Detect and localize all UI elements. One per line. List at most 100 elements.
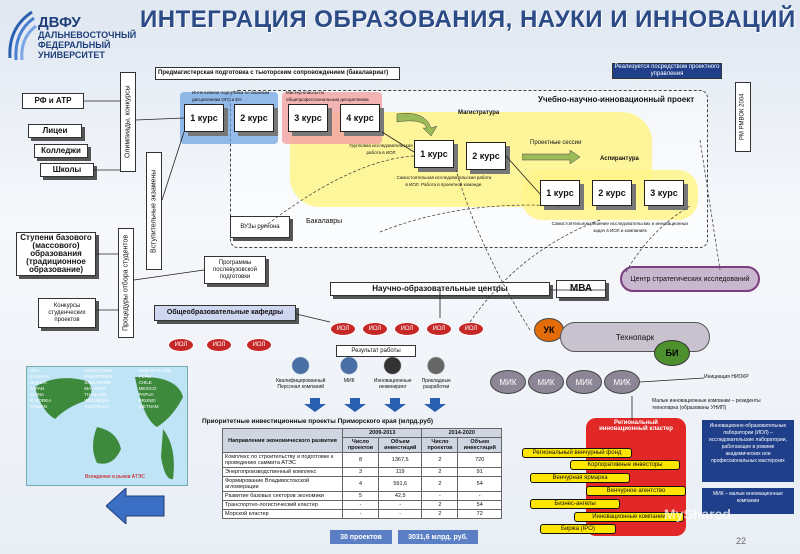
table-cell: 3 bbox=[342, 467, 379, 477]
master-prep-label: Предмагистерская подготовка с тьюторским… bbox=[155, 67, 400, 80]
realized-label: Реализуется посредством проектного управ… bbox=[612, 63, 722, 79]
apec-label: Вхождение в рынки АТЭС bbox=[85, 474, 145, 480]
asp-course-2: 2 курс bbox=[592, 180, 632, 206]
school-lyceum: Лицеи bbox=[28, 124, 82, 138]
page-title: ИНТЕГРАЦИЯ ОБРАЗОВАНИЯ, НАУКИ И ИННОВАЦИ… bbox=[140, 6, 796, 33]
cluster-title: Региональный инновационный кластер bbox=[599, 420, 673, 432]
bach-course-2: 2 курс bbox=[234, 104, 274, 132]
table-cell: 2 bbox=[421, 476, 459, 492]
total-projects: 30 проектов bbox=[330, 530, 392, 544]
logo-icon bbox=[8, 10, 37, 61]
regions-box: ВУЗы региона bbox=[230, 216, 290, 238]
cluster-item-fair: Венчурная ярмарка bbox=[530, 473, 630, 483]
school-school: Школы bbox=[40, 163, 94, 177]
table-cell: 119 bbox=[377, 467, 423, 477]
table-header-direction: Направления экономического развития bbox=[222, 428, 343, 453]
table-cell: 5 bbox=[342, 491, 379, 501]
table-cell: 8 bbox=[342, 452, 379, 468]
table-title: Приоритетные инвестиционные проекты Прим… bbox=[202, 418, 433, 425]
aspirantura-label: Аспирантура bbox=[600, 156, 639, 162]
apec-map bbox=[26, 366, 188, 486]
table-header-period: 2014-2020 bbox=[421, 428, 502, 438]
mag-course-1: 1 курс bbox=[414, 140, 454, 168]
country-label: THAILAND bbox=[84, 392, 107, 397]
total-sum: 3031,6 млрд. руб. bbox=[398, 530, 478, 544]
table-cell: 2 bbox=[421, 509, 459, 519]
olympiads-label: Олимпиады, конкурсы bbox=[120, 72, 136, 172]
country-label: RUSSIA bbox=[30, 380, 47, 385]
country-label: CHILE bbox=[138, 380, 152, 385]
cluster-item-ipo: Биржа (IPO) bbox=[540, 524, 616, 534]
table-cell: Развитие базовых секторов экономики bbox=[222, 491, 343, 501]
strategic-center: Центр стратегических исследований bbox=[620, 266, 760, 292]
country-label: TAIWAN bbox=[30, 404, 47, 409]
rf-atr-box: РФ и АТР bbox=[22, 93, 84, 109]
table-cell: - bbox=[342, 500, 379, 510]
table-cell: 54 bbox=[457, 500, 502, 510]
bachelors-label: Бакалавры bbox=[306, 218, 343, 225]
logo-name: ДАЛЬНЕВОСТОЧНЫЙ ФЕДЕРАЛЬНЫЙ УНИВЕРСИТЕТ bbox=[38, 30, 137, 60]
page-number: 22 bbox=[736, 536, 747, 546]
cluster-item-agency: Венчурное агентство bbox=[586, 486, 686, 496]
mik-oval: МИК bbox=[490, 370, 526, 394]
table-subheader: Число проектов bbox=[342, 437, 379, 453]
mba-box: МВА bbox=[556, 280, 606, 298]
country-label: JAPAN bbox=[30, 386, 45, 391]
table-cell: 591,6 bbox=[377, 476, 423, 492]
asp-course-1: 1 курс bbox=[540, 180, 580, 206]
table-cell: 2 bbox=[421, 467, 459, 477]
postgrad-box: Программы послевузовской подготовки bbox=[204, 256, 266, 284]
bach-course-4: 4 курс bbox=[340, 104, 380, 132]
mik-description: МИК – малые инновационные компании bbox=[702, 488, 794, 514]
table-cell: - bbox=[421, 491, 459, 501]
table-subheader: Число проектов bbox=[421, 437, 459, 453]
base-levels-box: Ступени базового (массового) образования… bbox=[16, 232, 96, 276]
project-sessions: Проектные сессии bbox=[530, 140, 582, 146]
country-label: CANADA bbox=[30, 374, 49, 379]
table-cell: 2 bbox=[421, 500, 459, 510]
asp-course-3: 3 курс bbox=[644, 180, 684, 206]
rm-label: РМ РМВОК 2004 bbox=[735, 82, 751, 152]
gen-edu-box: Общеобразовательные кафедры bbox=[154, 305, 296, 321]
bi-badge: БИ bbox=[654, 340, 690, 366]
country-label: PAPUA bbox=[138, 392, 154, 397]
bach-course-1: 1 курс bbox=[184, 104, 224, 132]
table-cell: - bbox=[342, 509, 379, 519]
iol-badge: ИОЛ bbox=[330, 322, 356, 336]
table-header-period: 2009-2013 bbox=[341, 428, 423, 438]
country-label: INDONESIA bbox=[84, 398, 110, 403]
iol-badge: ИОЛ bbox=[168, 338, 194, 352]
iol-badge: ИОЛ bbox=[206, 338, 232, 352]
table-cell: Морской кластер bbox=[222, 509, 343, 519]
table-cell: 720 bbox=[457, 452, 502, 468]
mag-course-2: 2 курс bbox=[466, 142, 506, 170]
table-subheader: Объем инвестиций bbox=[377, 437, 423, 453]
niokr-label: Инициация НИОКР bbox=[704, 374, 749, 380]
table-cell: Комплекс по строительству и подготовке к… bbox=[222, 452, 343, 468]
result-applied: Прикладные разработки bbox=[416, 356, 457, 404]
sessions-arrow-icon bbox=[522, 150, 581, 164]
table-cell: - bbox=[457, 491, 502, 501]
iol-badge: ИОЛ bbox=[246, 338, 272, 352]
entrance-label: Вступительные экзамены bbox=[146, 152, 162, 270]
table-cell: - bbox=[377, 509, 423, 519]
country-label: S. KOREA bbox=[30, 398, 52, 403]
table-cell: Транспортно-логистический кластер bbox=[222, 500, 343, 510]
contests-box: Конкурсы студенческих проектов bbox=[38, 298, 96, 328]
country-label: USA bbox=[30, 368, 40, 373]
country-label: PHILIPPINES bbox=[84, 374, 113, 379]
school-college: Колледжи bbox=[34, 144, 88, 158]
cluster-item-investors: Корпоративные инвесторы bbox=[570, 460, 680, 470]
country-label: BRUNEI bbox=[138, 398, 156, 403]
note-2: Мастер-классы по общепрофессиональным ди… bbox=[286, 90, 369, 102]
down-arrows-icon bbox=[304, 398, 446, 412]
note-4: Самостоятельная исследовательская работа… bbox=[396, 175, 492, 187]
result-staff: Квалифицированный Персонал компаний bbox=[276, 356, 326, 404]
cluster-item-angels: Бизнес-ангелы bbox=[530, 499, 620, 509]
mik-oval: МИК bbox=[528, 370, 564, 394]
arrow-to-magistr-icon bbox=[396, 113, 438, 137]
